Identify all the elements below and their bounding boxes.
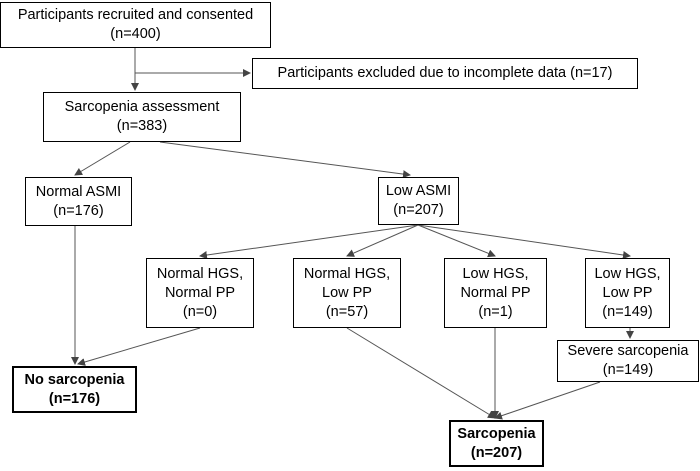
box-nhgs-npp-line1: Normal HGS, [156, 265, 244, 282]
box-nhgs-lpp-count: (n=57) [325, 303, 369, 320]
arrow-severe-to-sarcopenia [494, 381, 601, 420]
box-normal-asmi: Normal ASMI (n=176) [25, 177, 132, 226]
box-nhgs-lpp-line2: Low PP [322, 284, 372, 301]
arrow-low-asmi-to-lhgs-lpp [417, 224, 631, 259]
box-no-sarcopenia: No sarcopenia (n=176) [12, 366, 137, 413]
box-assessment-label: Sarcopenia assessment [64, 99, 220, 115]
box-low-asmi-label: Low ASMI [385, 183, 452, 199]
box-nhgs-npp-count: (n=0) [182, 303, 218, 320]
box-lhgs-npp-line2: Normal PP [460, 284, 531, 301]
arrow-nhgs-npp-to-no-sarcopenia [77, 327, 201, 366]
box-nhgs-lpp-line1: Normal HGS, [303, 265, 391, 282]
box-lhgs-lpp-line1: Low HGS, [594, 265, 661, 282]
box-excluded: Participants excluded due to incomplete … [252, 58, 638, 89]
box-lhgs-npp-count: (n=1) [478, 303, 513, 320]
arrow-assessment-to-normal-asmi [74, 141, 131, 176]
box-sarcopenia: Sarcopenia (n=207) [449, 420, 544, 467]
box-low-hgs-normal-pp: Low HGS, Normal PP (n=1) [444, 258, 547, 328]
box-sarcopenia-label: Sarcopenia [457, 425, 536, 442]
box-no-sarcopenia-label: No sarcopenia [24, 371, 125, 388]
box-normal-asmi-label: Normal ASMI [35, 183, 122, 200]
arrow-low-asmi-to-nhgs-npp [199, 224, 419, 259]
arrow-low-asmi-to-lhgs-npp [417, 224, 496, 258]
box-recruited-label: Participants recruited and consented [17, 7, 254, 23]
box-lhgs-npp-line1: Low HGS, [462, 265, 529, 282]
box-severe-count: (n=149) [602, 362, 654, 378]
box-low-hgs-low-pp: Low HGS, Low PP (n=149) [585, 258, 670, 328]
box-severe-sarcopenia: Severe sarcopenia (n=149) [557, 340, 699, 382]
box-low-asmi: Low ASMI (n=207) [378, 177, 459, 225]
box-recruited-count: (n=400) [110, 26, 161, 42]
box-excluded-label: Participants excluded due to incomplete … [277, 65, 613, 81]
arrow-low-asmi-to-nhgs-lpp [346, 224, 419, 257]
arrow-assessment-to-low-asmi [159, 141, 411, 179]
box-severe-label: Severe sarcopenia [567, 343, 689, 359]
box-low-asmi-count: (n=207) [393, 202, 444, 218]
box-lhgs-lpp-line2: Low PP [602, 284, 653, 301]
box-recruited: Participants recruited and consented (n=… [0, 2, 271, 48]
box-lhgs-lpp-count: (n=149) [602, 303, 653, 320]
box-normal-hgs-normal-pp: Normal HGS, Normal PP (n=0) [146, 258, 254, 328]
box-normal-hgs-low-pp: Normal HGS, Low PP (n=57) [293, 258, 401, 328]
arrow-nhgs-lpp-to-sarcopenia [346, 327, 496, 419]
box-assessment: Sarcopenia assessment (n=383) [43, 92, 241, 142]
box-assessment-count: (n=383) [116, 118, 168, 134]
box-sarcopenia-count: (n=207) [470, 444, 523, 461]
box-nhgs-npp-line2: Normal PP [164, 284, 236, 301]
box-no-sarcopenia-count: (n=176) [48, 390, 101, 407]
box-normal-asmi-count: (n=176) [53, 202, 104, 219]
